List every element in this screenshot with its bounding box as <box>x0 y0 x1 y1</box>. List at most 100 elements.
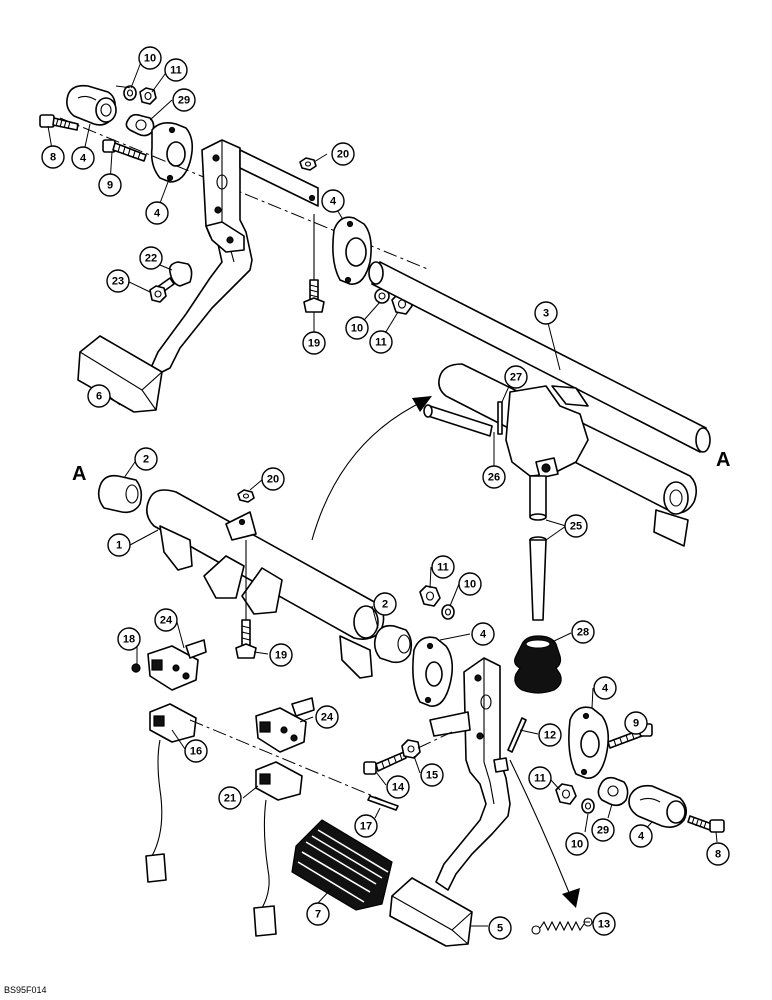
locknut-23 <box>149 285 167 303</box>
switch-24-lower <box>255 697 315 753</box>
callout-label: 4 <box>480 629 487 641</box>
switch-21 <box>253 761 303 937</box>
callout-label: 8 <box>50 152 56 164</box>
pivot-bracket-4-middle <box>332 216 372 285</box>
callout-circle <box>564 514 588 538</box>
callout-label: 10 <box>351 323 363 335</box>
rod-17 <box>189 719 399 811</box>
pivot-bracket-4-lower-right <box>568 706 610 779</box>
callout-29b: 29 <box>591 818 615 842</box>
callout-circle <box>373 592 397 616</box>
callout-label: 4 <box>154 208 161 220</box>
callout-label: 4 <box>80 153 87 165</box>
nut-20-lower <box>237 489 255 503</box>
callout-label: 16 <box>190 746 202 758</box>
bushing-2-right <box>373 624 413 664</box>
callout-label: 25 <box>570 521 582 533</box>
callout-24b: 24 <box>315 705 339 729</box>
callout-2b: 2 <box>373 592 397 616</box>
callout-label: 15 <box>426 770 438 782</box>
callout-circle <box>41 145 65 169</box>
cross-shaft-3 <box>368 261 711 453</box>
callout-label: 11 <box>170 65 182 77</box>
callout-circle <box>538 723 562 747</box>
clevis-pin-26 <box>423 404 493 437</box>
callout-label: 2 <box>143 454 149 466</box>
bolt-8-upper <box>39 114 79 131</box>
callout-29a: 29 <box>172 88 196 112</box>
callout-circle <box>504 365 528 389</box>
callout-11d: 11 <box>528 766 552 790</box>
callout-2a: 2 <box>134 447 158 471</box>
pivot-bracket-4-lower-right-end <box>628 784 688 828</box>
callout-6: 6 <box>87 384 111 408</box>
callout-23: 23 <box>106 269 130 293</box>
callout-circle <box>592 912 616 936</box>
callout-label: 28 <box>577 627 589 639</box>
callout-circle <box>471 622 495 646</box>
callout-label: 23 <box>112 276 124 288</box>
callout-10c: 10 <box>458 572 482 596</box>
callout-circle <box>302 331 326 355</box>
callout-label: 9 <box>633 718 639 730</box>
nut-11-lower-upper <box>419 585 441 607</box>
callout-circle <box>534 301 558 325</box>
callout-circle <box>218 786 242 810</box>
upper-pedal-group <box>39 84 711 453</box>
washer-10-lower <box>581 798 595 814</box>
washer-15 <box>401 739 421 759</box>
callout-circle <box>431 555 455 579</box>
callout-9b: 9 <box>624 711 648 735</box>
callout-3: 3 <box>534 301 558 325</box>
reference-mark-a-right: A <box>716 449 730 471</box>
callout-label: 14 <box>392 782 405 794</box>
bolt-9-lower <box>607 723 653 749</box>
callout-label: 19 <box>308 338 320 350</box>
flange-bracket-4-upper <box>150 122 194 183</box>
bushing-2-left <box>97 474 143 514</box>
pivot-bracket-4-upper-left <box>66 84 117 126</box>
push-rod-25 <box>529 475 547 621</box>
callout-label: 21 <box>224 793 236 805</box>
callout-circle <box>629 824 653 848</box>
callout-label: 10 <box>571 839 583 851</box>
connector-arrow-upper <box>311 399 427 541</box>
figure-code: BS95F014 <box>4 985 47 995</box>
callout-20b: 20 <box>261 467 285 491</box>
callout-18: 18 <box>117 627 141 651</box>
screw-18 <box>131 663 141 673</box>
callout-circle <box>138 46 162 70</box>
callout-label: 20 <box>337 149 349 161</box>
callout-label: 24 <box>321 712 334 724</box>
callout-17: 17 <box>354 814 378 838</box>
callout-4f: 4 <box>629 824 653 848</box>
callout-circle <box>269 643 293 667</box>
callout-label: 18 <box>123 634 135 646</box>
connector-arrowhead-upper <box>412 396 432 412</box>
callout-11c: 11 <box>431 555 455 579</box>
callout-11a: 11 <box>164 58 188 82</box>
upper-right-shaft-housing <box>438 363 698 547</box>
gasket-29-upper <box>125 113 155 137</box>
callout-circle <box>624 711 648 735</box>
callout-22: 22 <box>139 246 163 270</box>
callout-28: 28 <box>571 620 595 644</box>
callout-circle <box>154 608 178 632</box>
nut-11-lower <box>555 783 577 805</box>
callout-label: 19 <box>275 650 287 662</box>
callout-4e: 4 <box>593 676 617 700</box>
callout-circle <box>565 832 589 856</box>
callout-label: 26 <box>488 472 500 484</box>
brake-pedal-6-pad <box>77 335 163 413</box>
callout-circle <box>593 676 617 700</box>
callout-circle <box>107 533 131 557</box>
stop-plate-upper <box>239 149 319 207</box>
callout-20a: 20 <box>331 142 355 166</box>
roll-pin-27 <box>497 401 503 435</box>
callout-label: 1 <box>116 540 122 552</box>
callout-label: 11 <box>437 562 449 574</box>
callout-label: 10 <box>144 53 156 65</box>
callout-circle <box>321 189 345 213</box>
callout-circle <box>117 627 141 651</box>
callout-15: 15 <box>420 763 444 787</box>
